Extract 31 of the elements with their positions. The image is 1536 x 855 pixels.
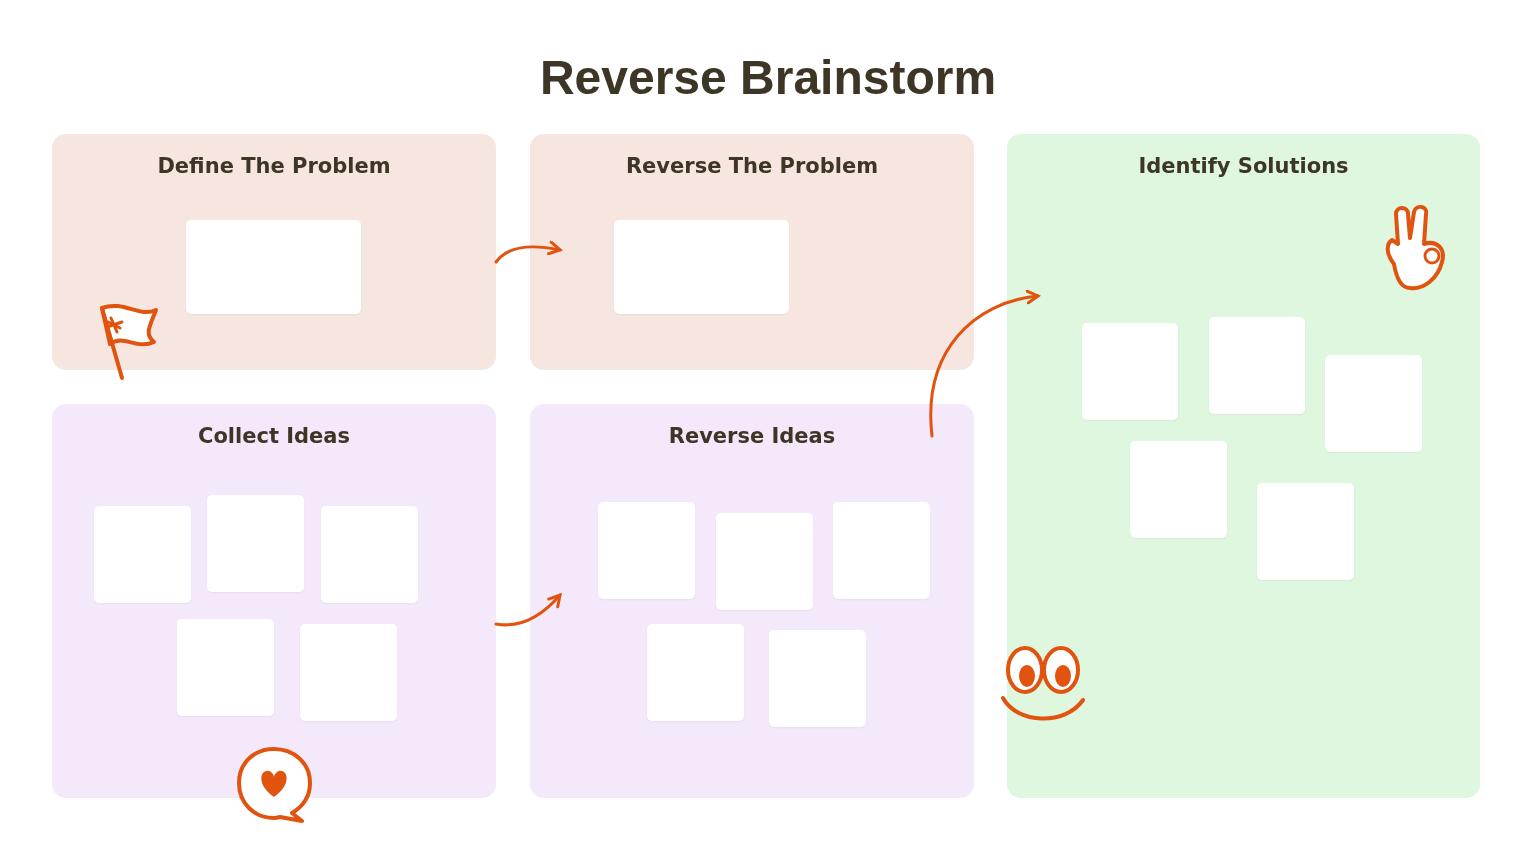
sticky-note bbox=[321, 506, 418, 603]
sticky-note bbox=[598, 502, 695, 599]
sticky-note bbox=[647, 624, 744, 721]
sticky-note bbox=[1082, 323, 1178, 420]
arrow bbox=[494, 593, 562, 627]
arrow bbox=[494, 240, 562, 264]
sticky-note bbox=[1257, 483, 1354, 580]
sticky-note bbox=[300, 624, 397, 721]
sticky-note bbox=[186, 220, 361, 314]
sticky-note bbox=[1209, 317, 1305, 414]
panel bbox=[530, 404, 974, 798]
panel-title: Identify Solutions bbox=[1138, 154, 1349, 178]
panel bbox=[1007, 134, 1480, 798]
panel bbox=[52, 404, 496, 798]
sticky-note bbox=[207, 495, 304, 592]
panel bbox=[52, 134, 496, 370]
sticky-note bbox=[94, 506, 191, 603]
sticky-note bbox=[177, 619, 274, 716]
sticky-note bbox=[716, 513, 813, 610]
sticky-note bbox=[614, 220, 789, 314]
panel-title: Reverse The Problem bbox=[625, 154, 879, 178]
panel-title: Collect Ideas bbox=[197, 424, 350, 448]
sticky-note bbox=[833, 502, 930, 599]
panel-title: Define The Problem bbox=[157, 154, 391, 178]
arrow bbox=[929, 290, 1040, 438]
title: Reverse Brainstorm bbox=[539, 50, 997, 105]
panel bbox=[530, 134, 974, 370]
sticky-note bbox=[1325, 355, 1422, 452]
panel-title: Reverse Ideas bbox=[668, 424, 836, 448]
sticky-note bbox=[769, 630, 866, 727]
sticky-note bbox=[1130, 441, 1227, 538]
